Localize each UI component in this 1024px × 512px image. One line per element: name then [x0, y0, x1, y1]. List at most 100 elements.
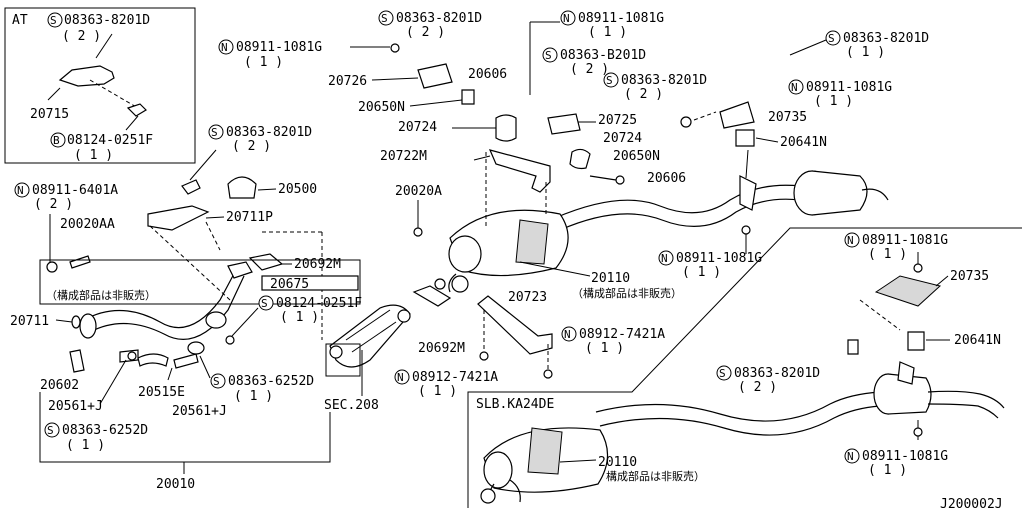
svg-text:20711: 20711: [10, 314, 49, 329]
svg-text:20606: 20606: [468, 67, 507, 82]
svg-text:20735: 20735: [768, 110, 807, 125]
svg-text:S: S: [381, 12, 388, 25]
svg-text:S: S: [47, 424, 54, 437]
svg-text:N: N: [397, 371, 404, 384]
svg-text:08911-1081G: 08911-1081G: [578, 11, 664, 26]
svg-text:( 2 ): ( 2 ): [406, 25, 445, 40]
svg-text:( 2 ): ( 2 ): [34, 197, 73, 212]
svg-text:08911-6401A: 08911-6401A: [32, 183, 118, 198]
svg-text:20725: 20725: [598, 113, 637, 128]
svg-text:20110: 20110: [591, 271, 630, 286]
svg-text:20020AA: 20020AA: [60, 217, 115, 232]
svg-text:08363-B201D: 08363-B201D: [560, 48, 646, 63]
main-exhaust: 20110 （構成部品は非販売） 20723: [412, 149, 889, 370]
diagram-code: J200002J: [940, 497, 1003, 512]
svg-text:( 1 ): ( 1 ): [234, 389, 273, 404]
at-b-bolt-code: 08124-0251F: [67, 133, 153, 148]
svg-text:20500: 20500: [278, 182, 317, 197]
svg-text:( 1 ): ( 1 ): [244, 55, 283, 70]
svg-text:( 2 ): ( 2 ): [232, 139, 271, 154]
variant-label: SLB.KA24DE: [476, 397, 554, 412]
svg-text:20561+J: 20561+J: [48, 399, 103, 414]
svg-text:N: N: [847, 234, 854, 247]
svg-text:08363-8201D: 08363-8201D: [621, 73, 707, 88]
svg-text:B: B: [53, 134, 60, 147]
svg-text:構成部品は非販売）: 構成部品は非販売）: [606, 469, 705, 483]
svg-text:( 1 ): ( 1 ): [588, 25, 627, 40]
svg-text:08363-8201D: 08363-8201D: [396, 11, 482, 26]
svg-text:( 1 ): ( 1 ): [846, 45, 885, 60]
svg-text:N: N: [563, 12, 570, 25]
svg-text:20641N: 20641N: [954, 333, 1001, 348]
top-callouts: S 08363-8201D ( 2 ) N 08911-1081G ( 1 ) …: [218, 10, 929, 186]
svg-text:( 1 ): ( 1 ): [868, 247, 907, 262]
svg-text:S: S: [606, 74, 613, 87]
svg-text:( 1 ): ( 1 ): [74, 148, 113, 163]
at-bolt-code: 08363-8201D: [64, 13, 150, 28]
svg-text:S: S: [545, 49, 552, 62]
svg-text:20020A: 20020A: [395, 184, 442, 199]
svg-text:08363-8201D: 08363-8201D: [734, 366, 820, 381]
svg-text:20692M: 20692M: [418, 341, 465, 356]
svg-text:20723: 20723: [508, 290, 547, 305]
svg-text:08911-1081G: 08911-1081G: [862, 449, 948, 464]
svg-text:（構成部品は非販売）: （構成部品は非販売）: [572, 286, 682, 300]
svg-text:( 2 ): ( 2 ): [570, 62, 609, 77]
svg-text:( 2 ): ( 2 ): [624, 87, 663, 102]
svg-text:S: S: [719, 367, 726, 380]
svg-text:S: S: [828, 32, 835, 45]
svg-text:N: N: [661, 252, 668, 265]
svg-text:20726: 20726: [328, 74, 367, 89]
front-pipe-section: S 08363-8201D ( 2 ) N 08911-6401A ( 2 ) …: [10, 124, 411, 492]
svg-text:08911-1081G: 08911-1081G: [862, 233, 948, 248]
svg-text:( 1 ): ( 1 ): [682, 265, 721, 280]
svg-text:08911-1081G: 08911-1081G: [236, 40, 322, 55]
at-part-20715: 20715: [30, 107, 69, 122]
svg-text:20724: 20724: [398, 120, 437, 135]
main-labels: 20020A N 08911-1081G ( 1 ) 20692M N 0891…: [394, 184, 1003, 512]
svg-text:08912-7421A: 08912-7421A: [579, 327, 665, 342]
svg-text:08363-6252D: 08363-6252D: [228, 374, 314, 389]
svg-text:( 1 ): ( 1 ): [418, 384, 457, 399]
svg-text:( 1 ): ( 1 ): [814, 94, 853, 109]
svg-text:N: N: [791, 81, 798, 94]
svg-text:20735: 20735: [950, 269, 989, 284]
svg-text:20010: 20010: [156, 477, 195, 492]
svg-text:SEC.208: SEC.208: [324, 398, 379, 413]
svg-text:08363-8201D: 08363-8201D: [226, 125, 312, 140]
svg-text:08911-1081G: 08911-1081G: [806, 80, 892, 95]
svg-text:20602: 20602: [40, 378, 79, 393]
svg-text:20561+J: 20561+J: [172, 404, 227, 419]
svg-text:（構成部品は非販売）: （構成部品は非販売）: [46, 288, 156, 302]
svg-text:20641N: 20641N: [780, 135, 827, 150]
svg-text:S: S: [261, 297, 268, 310]
at-bolt-qty: ( 2 ): [62, 29, 101, 44]
at-label: AT: [12, 13, 28, 28]
svg-text:( 1 ): ( 1 ): [585, 341, 624, 356]
svg-text:08363-6252D: 08363-6252D: [62, 423, 148, 438]
svg-text:08363-8201D: 08363-8201D: [843, 31, 929, 46]
at-inset: AT S 08363-8201D ( 2 ) 20715 B 08124-025…: [4, 7, 196, 164]
svg-text:20722M: 20722M: [380, 149, 427, 164]
svg-text:20650N: 20650N: [613, 149, 660, 164]
svg-text:20675: 20675: [270, 277, 309, 292]
svg-text:20110: 20110: [598, 455, 637, 470]
svg-text:N: N: [17, 184, 24, 197]
svg-text:20711P: 20711P: [226, 210, 273, 225]
ka24de-inset: SLB.KA24DE N 08911-1081G ( 1 ) 20735 206…: [467, 227, 1022, 508]
svg-text:20692M: 20692M: [294, 257, 341, 272]
svg-text:( 1 ): ( 1 ): [868, 463, 907, 478]
svg-text:20724: 20724: [603, 131, 642, 146]
svg-text:08911-1081G: 08911-1081G: [676, 251, 762, 266]
svg-text:20515E: 20515E: [138, 385, 185, 400]
center-hangers: [371, 63, 779, 193]
svg-text:20606: 20606: [647, 171, 686, 186]
svg-text:( 1 ): ( 1 ): [280, 310, 319, 325]
svg-text:S: S: [211, 126, 218, 139]
svg-text:20650N: 20650N: [358, 100, 405, 115]
svg-text:S: S: [213, 375, 220, 388]
svg-text:N: N: [564, 328, 571, 341]
svg-text:( 2 ): ( 2 ): [738, 380, 777, 395]
svg-text:N: N: [847, 450, 854, 463]
